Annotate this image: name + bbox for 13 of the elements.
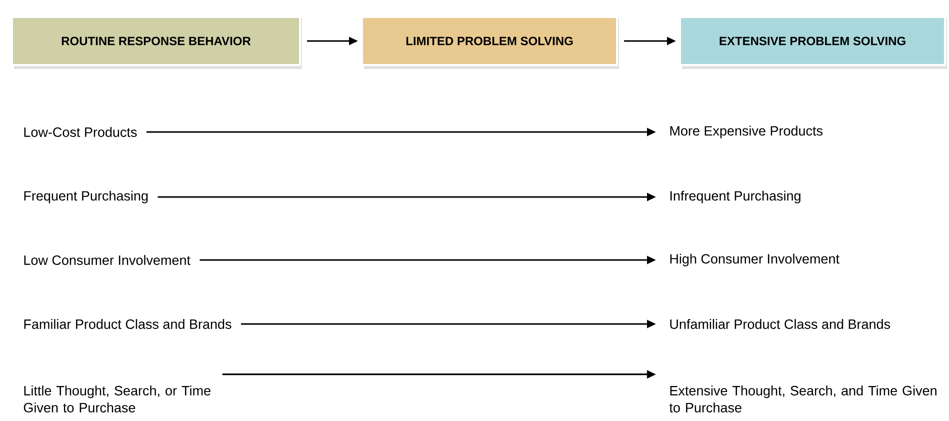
stage-box: LIMITED PROBLEM SOLVING xyxy=(361,16,618,66)
characteristic-label: Low Consumer Involvement xyxy=(24,255,190,265)
characteristic-label: Infrequent Purchasing xyxy=(670,190,800,204)
stage-box: ROUTINE RESPONSE BEHAVIOR xyxy=(11,16,301,66)
characteristic-label: High Consumer Involvement xyxy=(670,254,840,266)
characteristic-label: Low-Cost Products xyxy=(24,127,137,137)
characteristic-label: Frequent Purchasing xyxy=(24,190,148,204)
stage-box: EXTENSIVE PROBLEM SOLVING xyxy=(679,16,946,66)
characteristic-label: Extensive Thought, Search, and Time Given to Purchase xyxy=(669,386,936,412)
characteristic-label: Little Thought, Search, or Time Given to Purchase xyxy=(24,386,210,412)
characteristic-label: Unfamiliar Product Class and Brands xyxy=(670,319,890,329)
characteristic-label: More Expensive Products xyxy=(670,126,822,138)
characteristic-label: Familiar Product Class and Brands xyxy=(24,319,232,329)
